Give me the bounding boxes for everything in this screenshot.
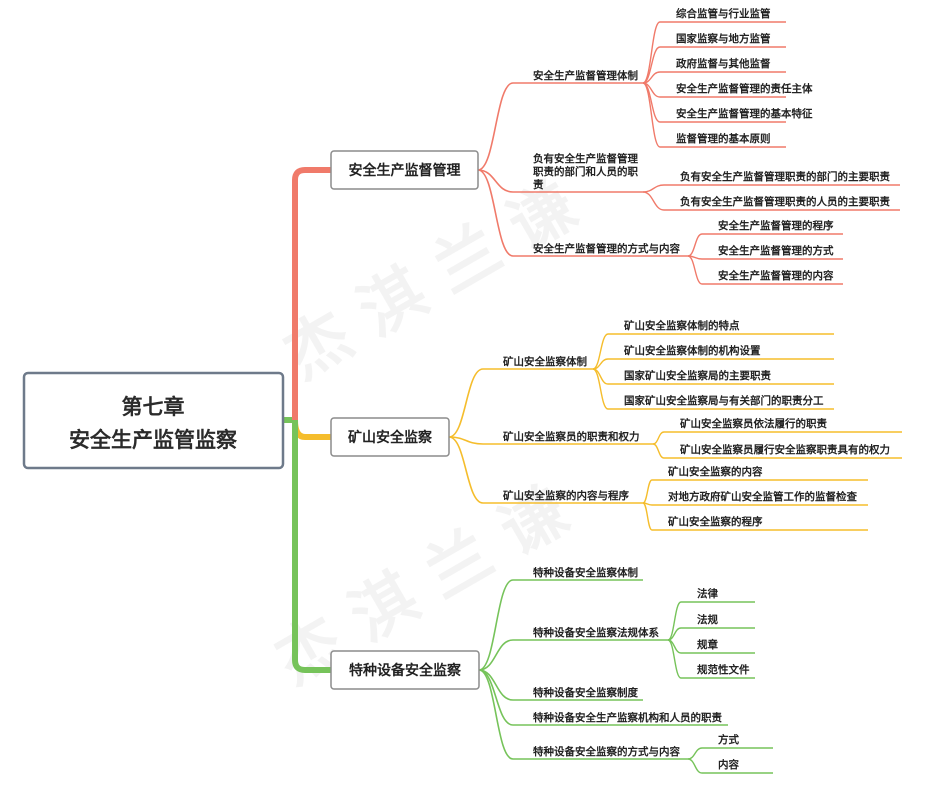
leaf-label: 国家矿山安全监察局与有关部门的职责分工 — [624, 394, 824, 407]
trunk-line-3 — [292, 420, 331, 673]
root-title-line2: 安全生产监管监察 — [69, 428, 238, 452]
connector-line — [687, 758, 703, 774]
sub-label: 特种设备安全监察制度 — [533, 686, 638, 699]
connector-line — [652, 443, 665, 459]
sub-label-line: 职责的部门和人员的职 — [533, 165, 638, 178]
root-node[interactable] — [22, 371, 285, 470]
leaf-label: 矿山安全监察的程序 — [668, 515, 763, 528]
connector-line — [642, 191, 665, 211]
leaf-label: 安全生产监督管理的内容 — [718, 269, 834, 282]
leaf-label: 对地方政府矿山安全监管工作的监督检查 — [668, 490, 857, 503]
sub-label-line: 负有安全生产监督管理 — [533, 152, 638, 165]
connector-line — [448, 368, 484, 438]
connector-line — [478, 639, 514, 671]
leaf-label: 综合监管与行业监管 — [676, 7, 771, 20]
connector-line — [478, 669, 514, 760]
leaf-label: 矿山安全监察员依法履行的职责 — [680, 417, 827, 430]
connector-line — [687, 255, 703, 285]
leaf-label: 监督管理的基本原则 — [676, 132, 771, 145]
leaf-label: 安全生产监督管理的程序 — [718, 219, 834, 232]
leaf-label: 矿山安全监察体制的特点 — [624, 319, 740, 332]
leaf-label: 内容 — [718, 758, 739, 771]
branch-label: 特种设备安全监察 — [349, 662, 462, 679]
sub-label: 特种设备安全监察体制 — [533, 566, 638, 579]
sub-label-line: 责 — [533, 178, 544, 191]
leaf-label: 负有安全生产监督管理职责的人员的主要职责 — [680, 195, 890, 208]
connector-line — [667, 601, 682, 641]
connector-line — [687, 747, 703, 760]
leaf-label: 政府监督与其他监督 — [676, 57, 771, 70]
branch-node[interactable] — [330, 150, 479, 190]
sub-label: 矿山安全监察的内容与程序 — [503, 489, 629, 502]
connector-line — [448, 436, 484, 504]
leaf-label: 国家监察与地方监管 — [676, 32, 771, 45]
leaf-label: 矿山安全监察员履行安全监察职责具有的权力 — [680, 443, 890, 456]
connector-line — [642, 21, 661, 84]
connector-line — [667, 639, 682, 679]
connector-line — [642, 82, 661, 148]
branch-label: 矿山安全监察 — [348, 429, 433, 446]
leaf-label: 安全生产监督管理的方式 — [718, 244, 834, 257]
connector-line — [477, 169, 514, 257]
connector-lines — [283, 21, 902, 774]
nodes-layer: 第七章安全生产监管监察安全生产监督管理安全生产监督管理体制综合监管与行业监管国家… — [22, 7, 890, 771]
branch-label: 安全生产监督管理 — [349, 162, 461, 179]
connector-line — [687, 233, 703, 257]
leaf-label: 矿山安全监察的内容 — [668, 465, 763, 478]
leaf-label: 规章 — [697, 638, 718, 651]
leaf-label: 法规 — [697, 613, 718, 626]
connector-line — [642, 479, 653, 504]
branch-node[interactable] — [330, 650, 480, 690]
leaf-label: 国家矿山安全监察局的主要职责 — [624, 369, 771, 382]
leaf-label: 法律 — [697, 587, 718, 600]
root-title-line1: 第七章 — [122, 395, 185, 419]
leaf-label: 安全生产监督管理的基本特征 — [676, 107, 813, 120]
leaf-label: 安全生产监督管理的责任主体 — [676, 82, 813, 95]
sub-label: 矿山安全监察体制 — [503, 355, 587, 368]
sub-label: 安全生产监督管理的方式与内容 — [533, 242, 680, 255]
connector-line — [478, 579, 514, 671]
connector-line — [642, 502, 653, 531]
sub-label: 特种设备安全监察法规体系 — [533, 626, 659, 639]
leaf-label: 方式 — [718, 733, 739, 746]
connector-line — [477, 82, 514, 171]
sub-label: 特种设备安全监察的方式与内容 — [533, 745, 680, 758]
sub-label: 安全生产监督管理体制 — [533, 69, 638, 82]
connector-line — [642, 46, 661, 84]
sub-label: 矿山安全监察员的职责和权力 — [503, 430, 640, 443]
branch-node[interactable] — [330, 417, 450, 457]
sub-label: 特种设备安全生产监察机构和人员的职责 — [533, 711, 722, 724]
trunk-line-2 — [292, 419, 331, 440]
connector-line — [592, 368, 609, 410]
trunk-line-1 — [292, 167, 331, 420]
leaf-label: 负有安全生产监督管理职责的部门的主要职责 — [680, 170, 890, 183]
connector-line — [652, 431, 665, 445]
leaf-label: 规范性文件 — [697, 663, 750, 676]
leaf-label: 矿山安全监察体制的机构设置 — [624, 344, 761, 357]
connector-line — [448, 436, 484, 445]
connector-line — [592, 333, 609, 370]
connector-line — [642, 184, 665, 193]
